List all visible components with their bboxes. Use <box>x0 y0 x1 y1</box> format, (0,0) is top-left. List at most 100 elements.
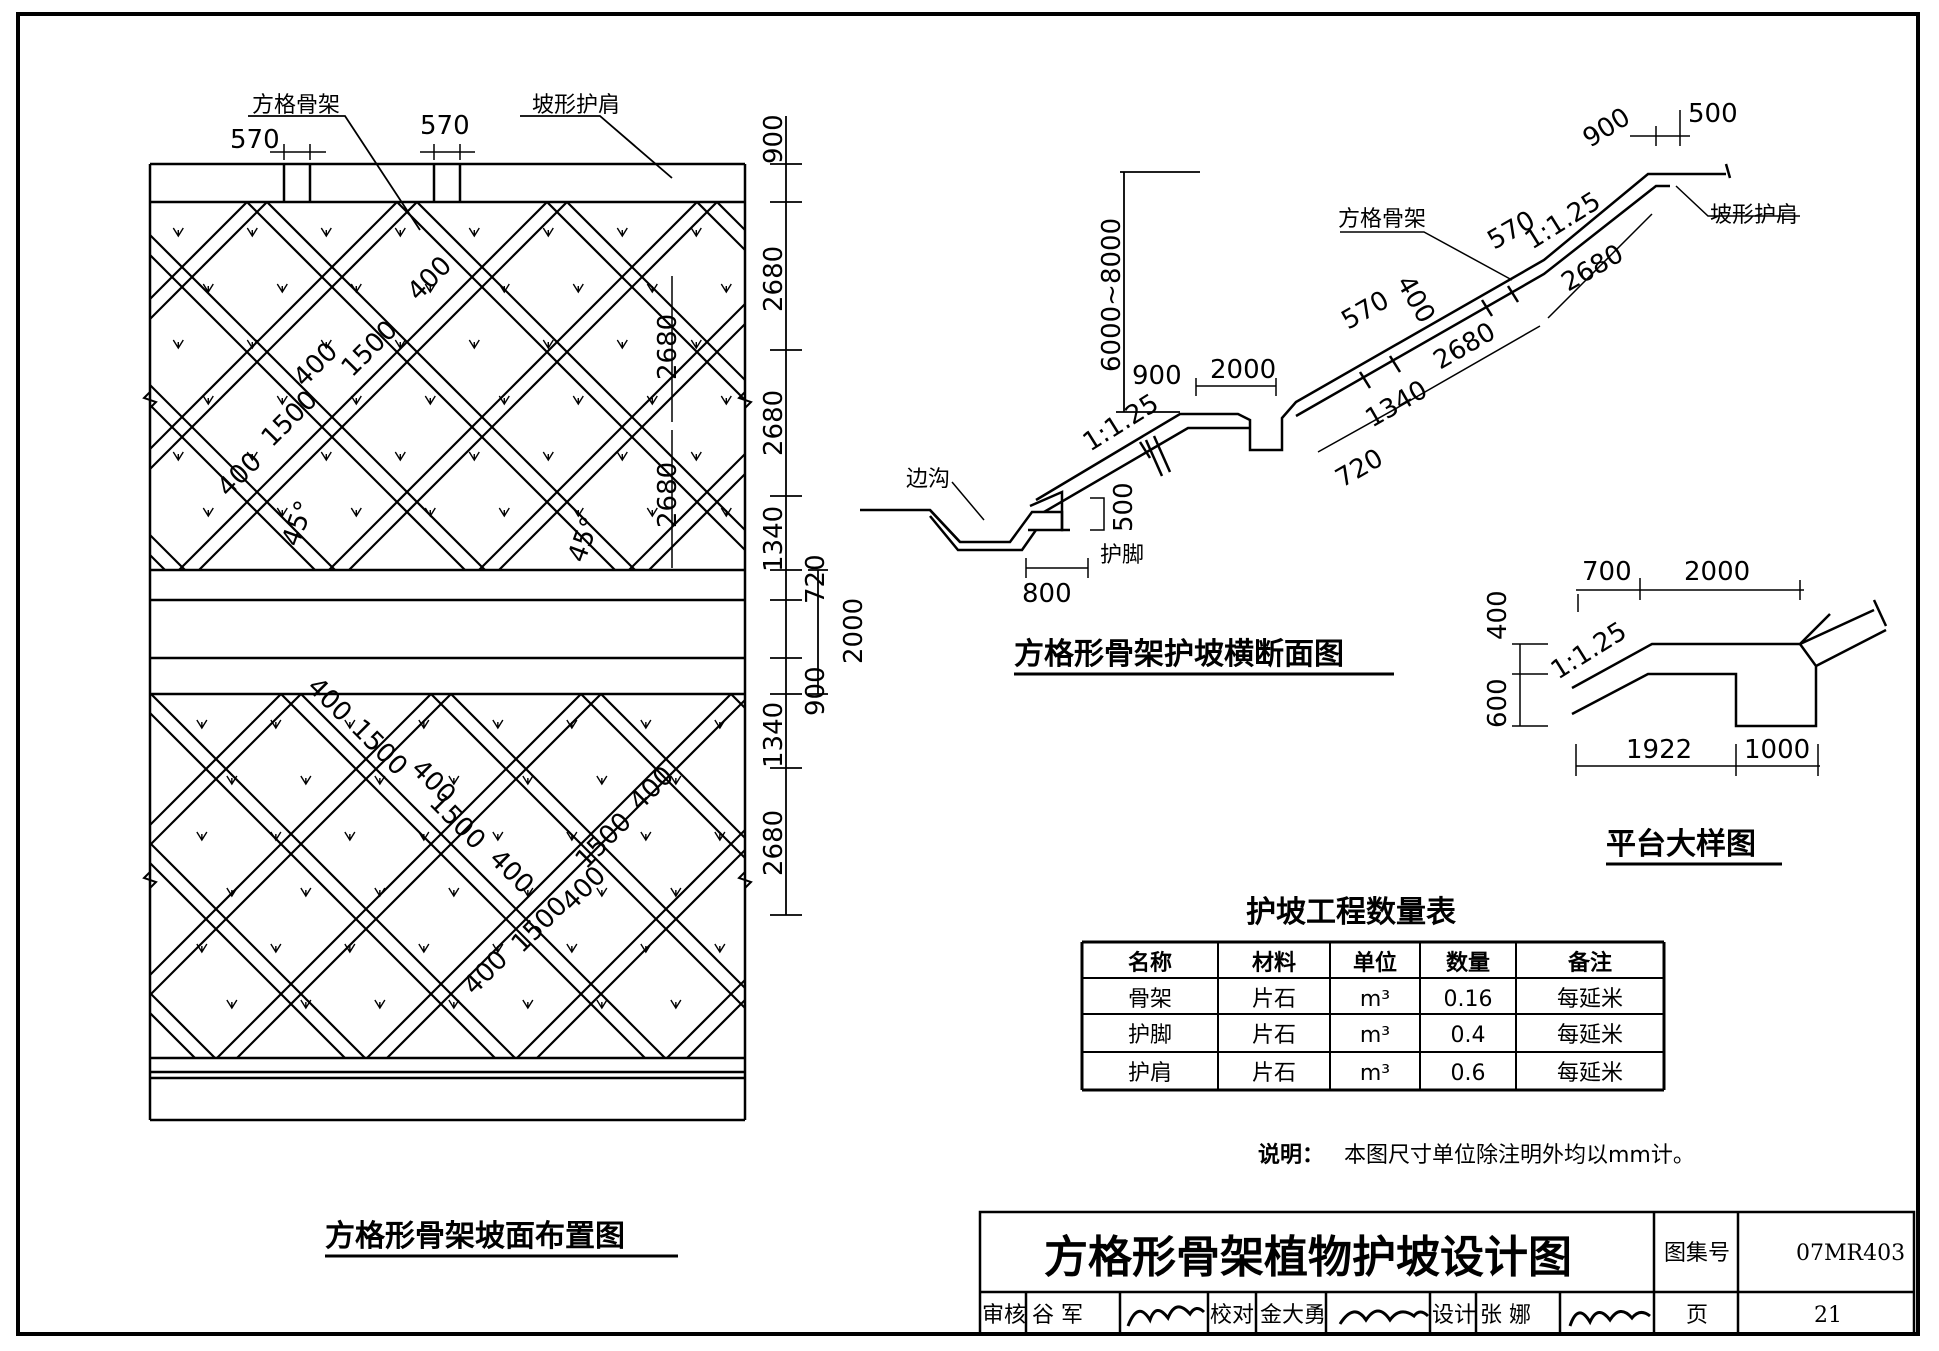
shoulder-label: 坡形护肩 <box>532 93 620 118</box>
rib-line <box>779 202 1147 570</box>
rib-line <box>150 861 346 1058</box>
rib-line <box>416 202 745 532</box>
dim-label: 400 <box>288 337 344 393</box>
plant-symbol <box>670 775 682 786</box>
platform-title: 平台大样图 <box>1606 827 1756 862</box>
section-title: 方格形骨架护坡横断面图 <box>1014 637 1344 672</box>
plant-symbol <box>448 775 460 786</box>
cross-section: 6000~8000 900 2000 1:1.25 边沟 500 护脚 800 … <box>860 99 1800 676</box>
lattice-grid-top <box>0 202 1685 570</box>
plant-symbol <box>394 451 406 462</box>
rib-line <box>280 694 646 1058</box>
plant-symbol <box>522 775 534 786</box>
plant-symbol <box>640 719 652 730</box>
rib-line <box>628 452 745 570</box>
table-cell: 0.16 <box>1444 987 1493 1012</box>
slope-label: 1:1.25 <box>1078 388 1164 458</box>
rib-line <box>0 202 97 570</box>
plant-symbol <box>320 339 332 350</box>
checker-name: 金大勇 <box>1260 1303 1326 1328</box>
designer-signature <box>1568 1310 1651 1327</box>
rib-line <box>150 1011 196 1058</box>
table-header: 备注 <box>1567 950 1612 976</box>
plant-symbol <box>246 227 258 238</box>
ditch-label: 边沟 <box>906 467 950 492</box>
plant-symbol <box>720 283 732 294</box>
reviewer-name: 谷 军 <box>1032 1303 1083 1328</box>
rib-line <box>600 694 745 840</box>
atlas-number: 07MR403 <box>1796 1241 1905 1266</box>
rib-line <box>150 233 486 570</box>
plant-symbol <box>572 283 584 294</box>
plant-symbol <box>690 227 702 238</box>
dim-label: 2000 <box>1210 355 1276 385</box>
angle-label: 45° <box>276 497 320 551</box>
plant-symbol <box>276 395 288 406</box>
rib-line <box>150 694 432 977</box>
rib-line <box>150 711 496 1058</box>
table-cell: 片石 <box>1252 987 1296 1012</box>
plant-symbol <box>522 999 534 1010</box>
rib-line <box>0 202 15 570</box>
rib-line <box>150 694 152 697</box>
rib-line <box>1317 202 1685 570</box>
rib-line <box>216 694 582 1058</box>
table-header: 单位 <box>1353 950 1397 976</box>
note-text: 本图尺寸单位除注明外均以mm计。 <box>1344 1143 1695 1168</box>
rib-line <box>516 828 745 1058</box>
plant-symbol <box>596 775 608 786</box>
plant-symbol <box>596 887 608 898</box>
plant-symbol <box>448 887 460 898</box>
title-block: 方格形骨架植物护坡设计图 图集号 07MR403 页 21 审核 谷 军 校对 … <box>978 1210 1916 1336</box>
rib-line <box>881 694 1245 1058</box>
designer-name: 张 娜 <box>1480 1303 1531 1328</box>
dim-label: 2000 <box>1684 557 1750 587</box>
plant-symbol <box>646 507 658 518</box>
plant-symbol <box>246 451 258 462</box>
plant-symbol <box>498 395 510 406</box>
dim-label: 700 <box>1582 557 1632 587</box>
rib-line <box>328 202 698 570</box>
plant-symbol <box>468 451 480 462</box>
plant-symbol <box>640 943 652 954</box>
rib-line <box>0 694 65 1058</box>
right-dim: 1340 <box>759 702 789 768</box>
rib-line <box>498 322 745 570</box>
plant-symbol <box>572 395 584 406</box>
dim-label: 400 <box>1390 271 1441 329</box>
rib-line <box>366 694 732 1058</box>
table-cell: 骨架 <box>1128 987 1172 1012</box>
rib-line <box>0 694 45 1058</box>
right-dim: 2680 <box>759 390 789 456</box>
plant-symbol <box>616 451 628 462</box>
plant-symbol <box>448 999 460 1010</box>
dim-label: 900 <box>1132 361 1182 391</box>
plant-symbol <box>522 887 534 898</box>
right-dim: 2680 <box>759 810 789 876</box>
lattice-grid-bottom <box>0 694 1245 1058</box>
dim-label: 2680 <box>653 462 683 528</box>
plant-symbol <box>646 395 658 406</box>
rib-line <box>150 694 282 827</box>
plant-symbol <box>350 395 362 406</box>
angle-label: 45° <box>562 513 606 567</box>
height-dim: 6000~8000 <box>1097 218 1127 372</box>
rib-line <box>150 553 166 570</box>
plant-symbol <box>344 831 356 842</box>
page-label: 页 <box>1686 1303 1708 1328</box>
table-cell: 护脚 <box>1128 1023 1172 1048</box>
plant-symbol <box>714 831 726 842</box>
rib-line <box>150 253 466 570</box>
rib-line <box>478 302 745 570</box>
dim-label: 2680 <box>653 314 683 380</box>
table-cell: 0.6 <box>1451 1061 1486 1086</box>
rib-width-dim: 570 <box>420 111 470 141</box>
dim-label: 500 <box>1688 99 1738 129</box>
frame-label: 方格骨架 <box>1338 207 1426 232</box>
rib-width-dim: 570 <box>230 125 280 155</box>
dim-label: 600 <box>1483 678 1513 728</box>
rib-line <box>580 694 745 860</box>
plant-symbol <box>374 775 386 786</box>
